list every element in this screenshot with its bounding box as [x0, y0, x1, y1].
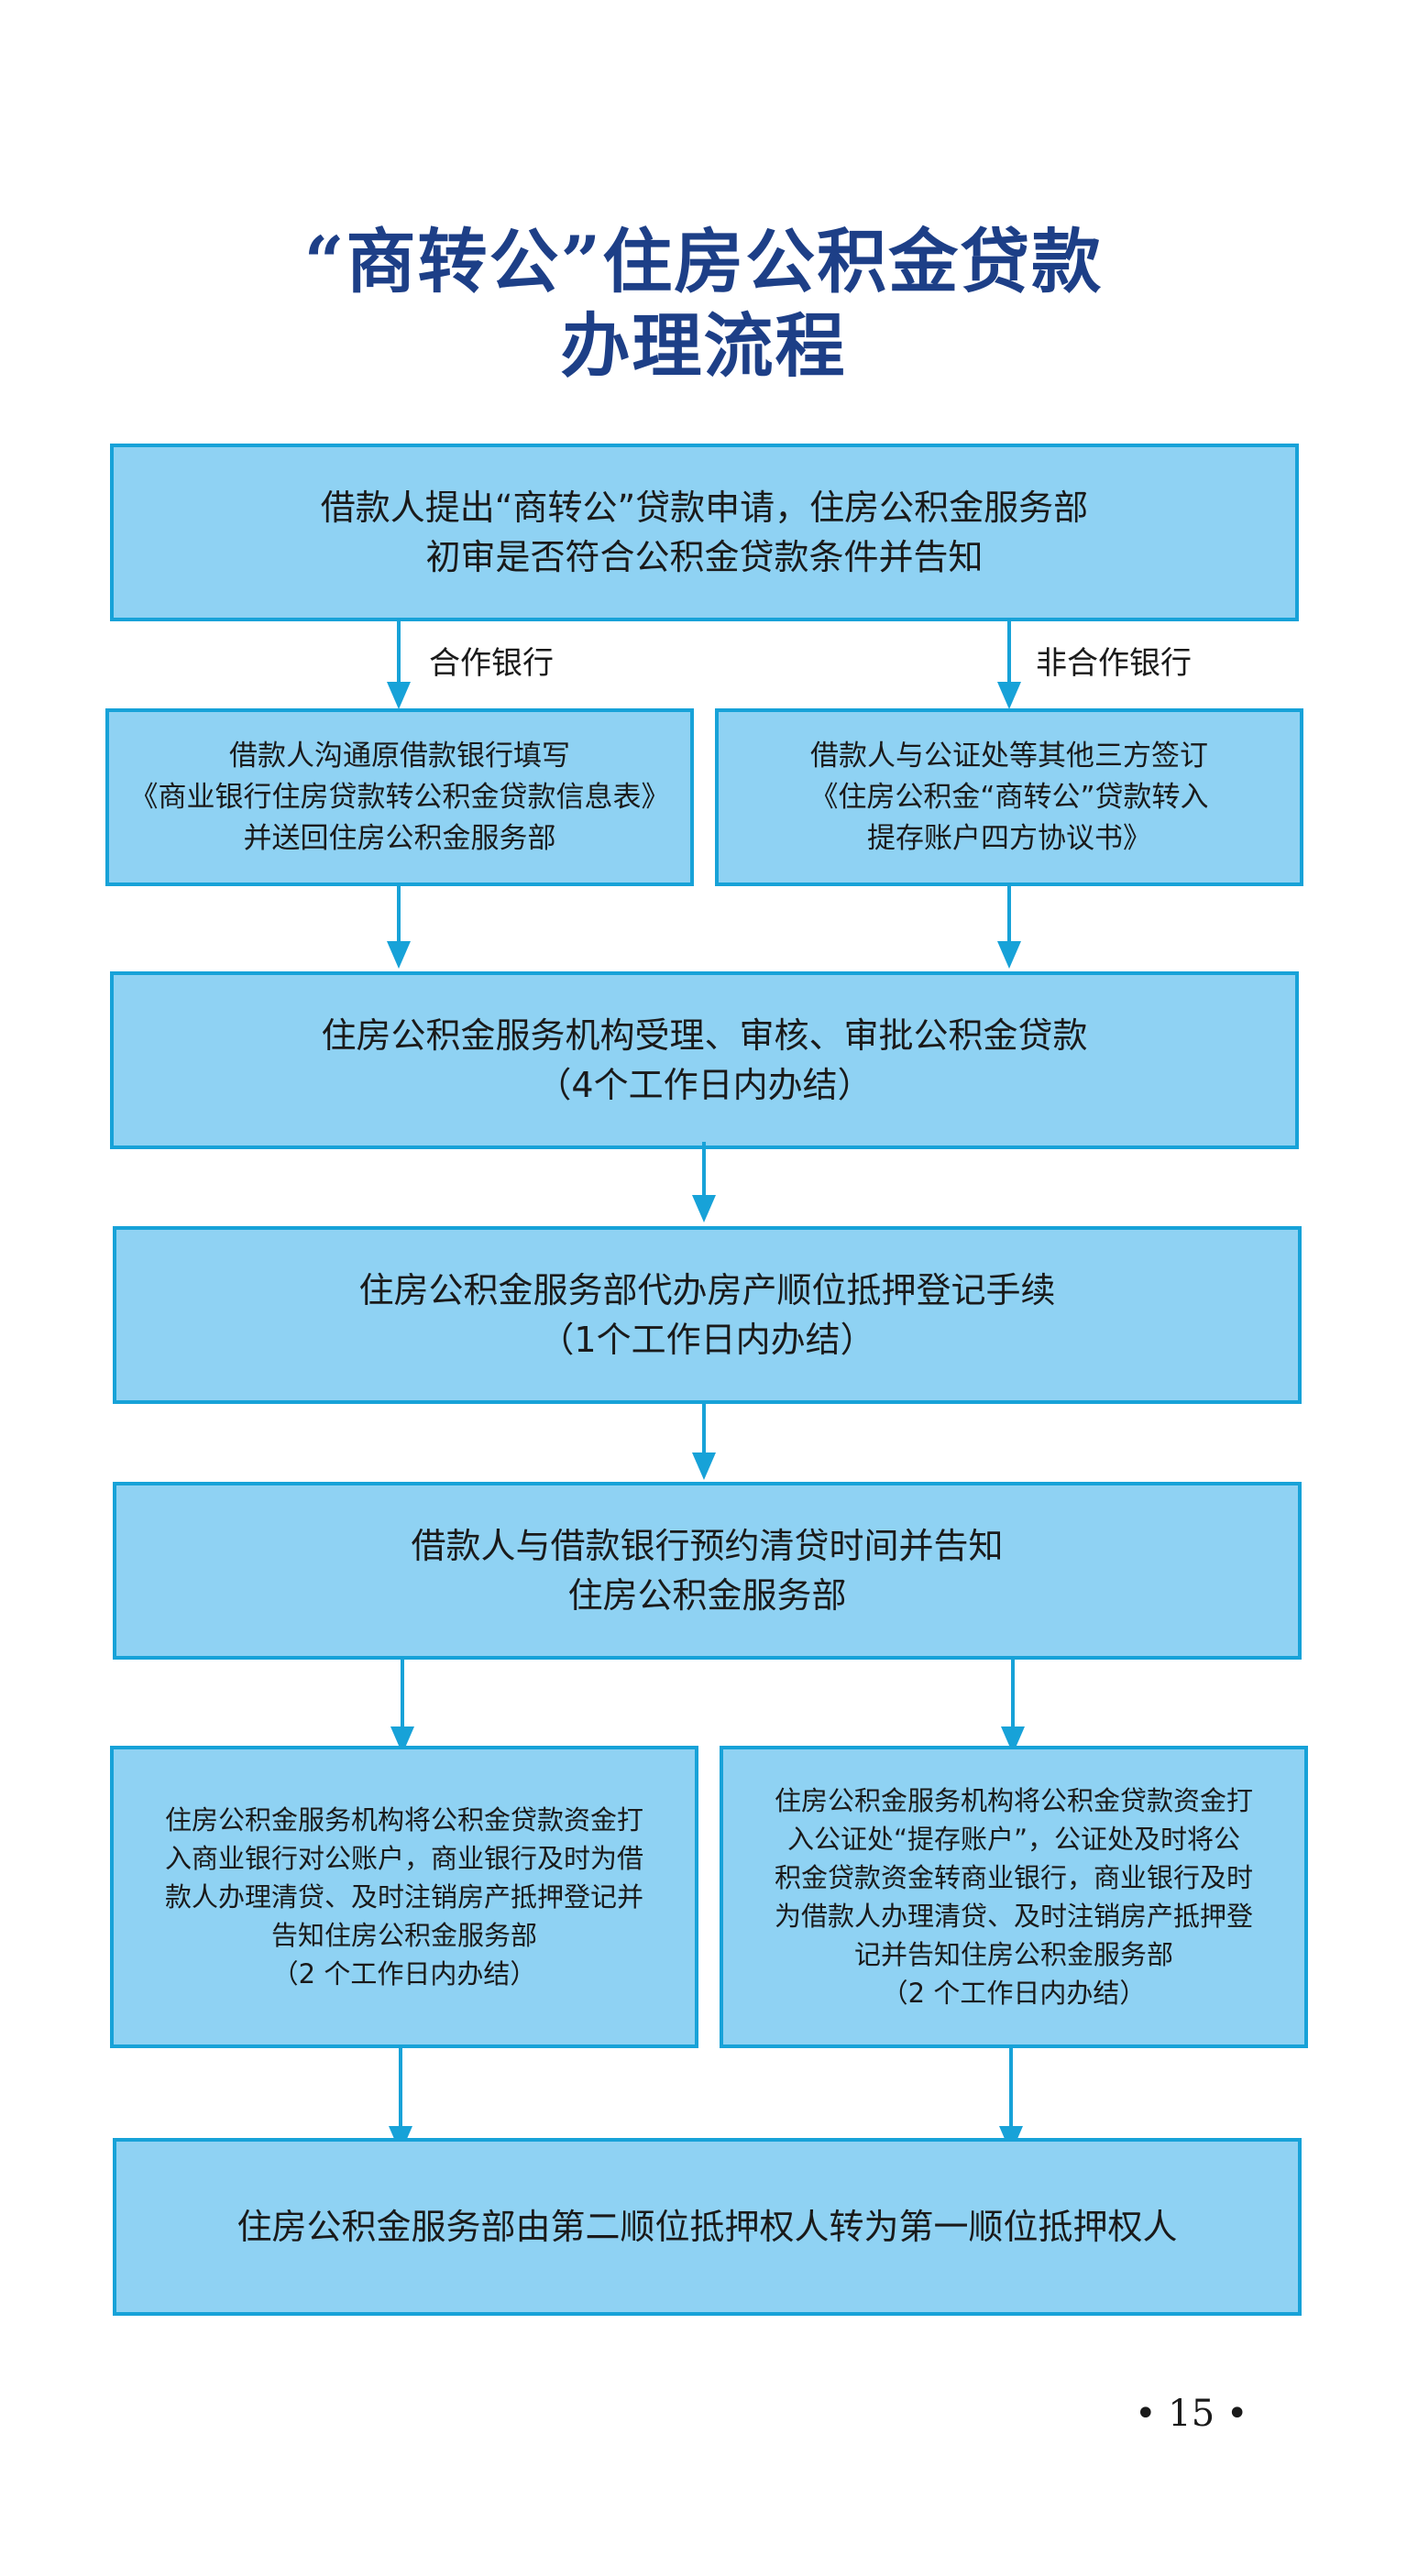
box-text-line: 告知住房公积金服务部 — [270, 1920, 537, 1951]
box-text-line: 住房公积金服务机构将公积金贷款资金打 — [164, 1804, 643, 1836]
box-text-line: 借款人提出“商转公”贷款申请，住房公积金服务部 — [320, 488, 1089, 528]
step1-application-box: 借款人提出“商转公”贷款申请，住房公积金服务部初审是否符合公积金贷款条件并告知 — [110, 444, 1299, 621]
box-text-line: 积金贷款资金转商业银行，商业银行及时 — [774, 1862, 1253, 1893]
box-text-line: 住房公积金服务机构受理、审核、审批公积金贷款 — [321, 1015, 1088, 1056]
box-text-line: 借款人与公证处等其他三方签订 — [810, 739, 1208, 773]
step4-mortgage-registration-box: 住房公积金服务部代办房产顺位抵押登记手续 （1个工作日内办结） — [113, 1226, 1302, 1404]
step3-review-box: 住房公积金服务机构受理、审核、审批公积金贷款 （4个工作日内办结） — [110, 971, 1299, 1149]
box-text-line: 住房公积金服务部 — [567, 1575, 847, 1616]
step5-appointment-box: 借款人与借款银行预约清贷时间并告知住房公积金服务部 — [113, 1482, 1302, 1660]
page-title-line2: 办理流程 — [560, 305, 847, 387]
box-text-line: 提存账户四方协议书》 — [867, 821, 1151, 855]
box-text-line: 《商业银行住房贷款转公积金贷款信息表》 — [129, 780, 670, 814]
box-text-line: 住房公积金服务部由第二顺位抵押权人转为第一顺位抵押权人 — [236, 2207, 1178, 2247]
box-text-line: 住房公积金服务机构将公积金贷款资金打 — [774, 1785, 1253, 1816]
box-text-line: 并送回住房公积金服务部 — [243, 821, 556, 855]
box-text-line: 记并告知住房公积金服务部 — [853, 1939, 1173, 1970]
branch-label-cooperative-bank: 合作银行 — [429, 645, 554, 682]
page-title: “商转公”住房公积金贷款 — [303, 221, 1104, 302]
step6-cooperative-bank-box: 住房公积金服务机构将公积金贷款资金打入商业银行对公账户，商业银行及时为借款人办理… — [110, 1746, 698, 2048]
step2-cooperative-bank-box: 借款人沟通原借款银行填写《商业银行住房贷款转公积金贷款信息表》并送回住房公积金服… — [105, 708, 694, 886]
box-text-line: 初审是否符合公积金贷款条件并告知 — [425, 537, 984, 577]
step2-non-cooperative-bank-box: 借款人与公证处等其他三方签订《住房公积金“商转公”贷款转入提存账户四方协议书》 — [715, 708, 1303, 886]
box-text-line: 住房公积金服务部代办房产顺位抵押登记手续 — [358, 1270, 1056, 1310]
box-text-line: 借款人沟通原借款银行填写 — [229, 739, 570, 773]
box-text-line: （2 个工作日内办结） — [271, 1958, 537, 1990]
step6-non-cooperative-bank-box: 住房公积金服务机构将公积金贷款资金打入公证处“提存账户”，公证处及时将公积金贷款… — [720, 1746, 1308, 2048]
box-text-line: 借款人与借款银行预约清贷时间并告知 — [411, 1526, 1004, 1566]
box-text-line: 为借款人办理清贷、及时注销房产抵押登 — [774, 1901, 1253, 1932]
box-text-line: （2 个工作日内办结） — [881, 1978, 1147, 2009]
box-text-line: （1个工作日内办结） — [539, 1320, 875, 1360]
box-text-line: （4个工作日内办结） — [536, 1065, 873, 1105]
box-text-line: 入商业银行对公账户，商业银行及时为借 — [164, 1843, 643, 1874]
branch-label-non-cooperative-bank: 非合作银行 — [1036, 645, 1192, 682]
box-text-line: 款人办理清贷、及时注销房产抵押登记并 — [164, 1881, 643, 1913]
box-text-line: 入公证处“提存账户”，公证处及时将公 — [786, 1824, 1241, 1855]
step7-first-lien-box: 住房公积金服务部由第二顺位抵押权人转为第一顺位抵押权人 — [113, 2138, 1302, 2316]
box-text-line: 《住房公积金“商转公”贷款转入 — [809, 780, 1209, 814]
page-number: • 15 • — [1135, 2393, 1248, 2435]
